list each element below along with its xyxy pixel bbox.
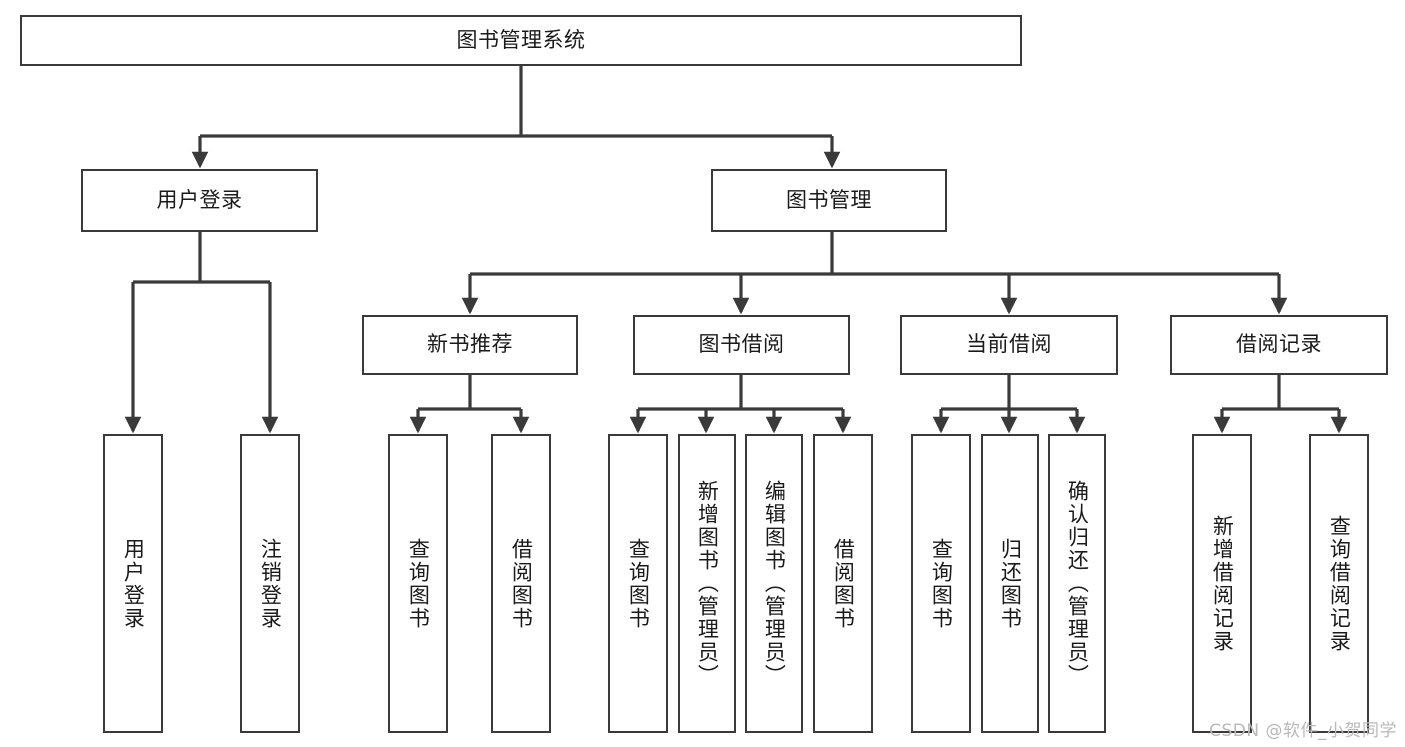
node-label: 编辑图书（管理员）: [762, 480, 787, 687]
node-book-borrow[interactable]: 图书借阅: [633, 315, 850, 375]
node-label: 借阅图书: [509, 537, 534, 630]
node-label: 查询借阅记录: [1327, 514, 1352, 653]
node-label: 归还图书: [998, 537, 1023, 630]
node-leaf-add-borrow-record[interactable]: 新增借阅记录: [1192, 434, 1252, 733]
node-label: 查询图书: [406, 537, 431, 630]
node-label: 新增图书（管理员）: [695, 480, 720, 687]
node-label: 新书推荐: [427, 332, 513, 357]
node-current-borrow[interactable]: 当前借阅: [900, 315, 1118, 375]
node-label: 用户登录: [156, 187, 243, 212]
node-label: 图书管理: [786, 187, 872, 212]
node-label: 借阅记录: [1236, 332, 1322, 357]
node-label: 确认归还（管理员）: [1065, 480, 1090, 687]
node-leaf-query-borrow-record[interactable]: 查询借阅记录: [1309, 434, 1369, 733]
node-root-book-management-system[interactable]: 图书管理系统: [20, 15, 1022, 66]
node-label: 图书借阅: [698, 332, 785, 357]
node-book-management[interactable]: 图书管理: [711, 169, 947, 232]
node-new-book-recommend[interactable]: 新书推荐: [362, 315, 578, 375]
node-leaf-query-book-current[interactable]: 查询图书: [911, 434, 971, 733]
node-leaf-borrow-book-recommend[interactable]: 借阅图书: [491, 434, 551, 733]
node-label: 用户登录: [121, 537, 146, 630]
node-leaf-add-book[interactable]: 新增图书（管理员）: [678, 434, 736, 733]
node-label: 当前借阅: [966, 332, 1052, 357]
node-leaf-borrow-book[interactable]: 借阅图书: [813, 434, 873, 733]
node-label: 借阅图书: [831, 537, 856, 630]
node-borrow-record[interactable]: 借阅记录: [1170, 315, 1388, 375]
node-leaf-query-book-borrow[interactable]: 查询图书: [608, 434, 668, 733]
node-user-login[interactable]: 用户登录: [81, 169, 318, 232]
node-leaf-return-book[interactable]: 归还图书: [981, 434, 1039, 733]
node-label: 注销登录: [258, 537, 283, 630]
node-label: 查询图书: [626, 537, 651, 630]
watermark: CSDN @软件_小贺同学: [1209, 721, 1397, 741]
node-leaf-confirm-return[interactable]: 确认归还（管理员）: [1048, 434, 1106, 733]
node-label: 查询图书: [929, 537, 954, 630]
node-leaf-user-login[interactable]: 用户登录: [103, 434, 163, 733]
node-label: 新增借阅记录: [1210, 514, 1235, 653]
node-leaf-edit-book[interactable]: 编辑图书（管理员）: [745, 434, 803, 733]
node-leaf-query-book-recommend[interactable]: 查询图书: [388, 434, 448, 733]
node-label: 图书管理系统: [456, 27, 586, 52]
node-leaf-user-logout[interactable]: 注销登录: [240, 434, 300, 733]
